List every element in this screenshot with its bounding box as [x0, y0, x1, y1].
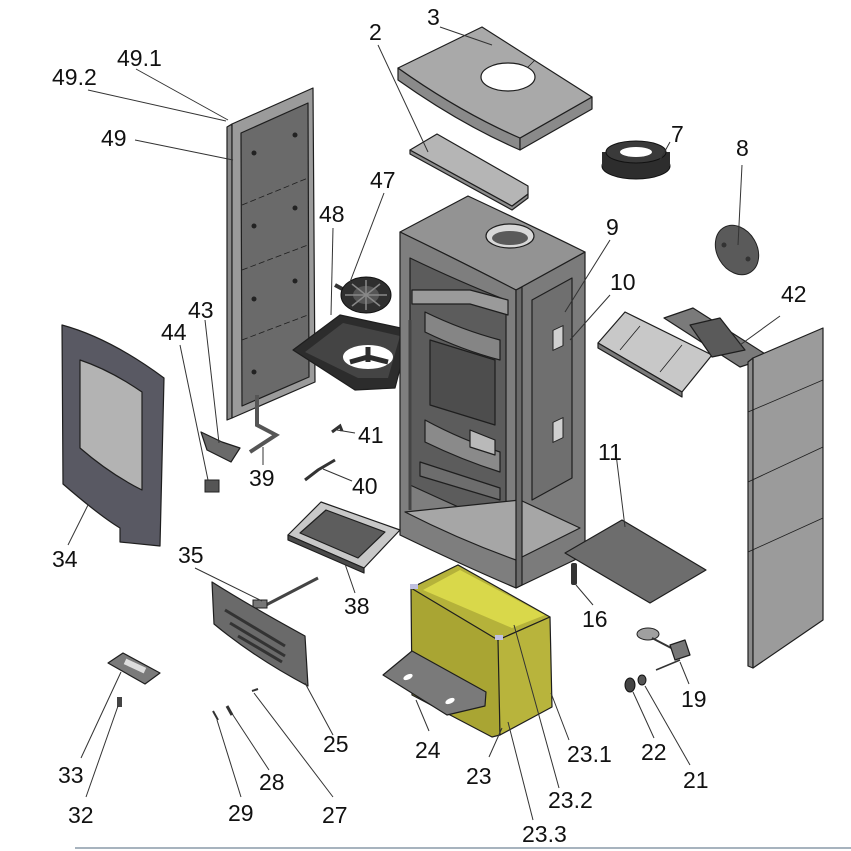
label-2: 2 [369, 19, 382, 45]
label-25: 25 [323, 731, 349, 757]
label-9: 9 [606, 214, 619, 240]
part-48-grate-frame [292, 314, 411, 391]
part-8-cover-plate [714, 224, 760, 276]
part-24-floor-bracket [382, 650, 487, 716]
label-44: 44 [161, 319, 187, 345]
label-3: 3 [427, 4, 440, 30]
part-2-top-insert [409, 133, 529, 211]
label-11: 11 [598, 439, 622, 465]
label-29: 29 [228, 800, 254, 826]
part-10-clips [552, 324, 564, 444]
leader-lines [67, 26, 781, 821]
part-19-air-regulator [636, 627, 691, 671]
label-49: 49 [101, 125, 127, 151]
part-44-catch-plate [204, 479, 220, 493]
part-32-spring [117, 697, 122, 707]
part-39-crank-rod [248, 395, 280, 454]
side-stone-right [747, 327, 824, 669]
part-22-knob [624, 677, 636, 693]
label-27: 27 [322, 802, 348, 828]
label-41: 41 [358, 422, 384, 448]
part-40-handle-lever [304, 458, 336, 482]
label-23-2: 23.2 [548, 787, 593, 813]
small-fasteners [212, 688, 259, 721]
part-7-flue-collar [601, 140, 671, 180]
part-47-grate [334, 276, 392, 314]
label-38: 38 [344, 593, 370, 619]
label-24: 24 [415, 737, 441, 763]
label-35: 35 [178, 542, 204, 568]
label-21: 21 [683, 767, 709, 793]
stove-body [399, 195, 586, 589]
label-16: 16 [582, 606, 608, 632]
part-labels: 49.1 49.2 49 2 3 7 8 47 48 9 10 42 43 44… [52, 4, 807, 847]
label-23-1: 23.1 [567, 741, 612, 767]
label-19: 19 [681, 686, 707, 712]
label-48: 48 [319, 201, 345, 227]
label-7: 7 [671, 121, 684, 147]
label-34: 34 [52, 546, 78, 572]
label-22: 22 [641, 739, 667, 765]
part-23-heat-shield [410, 564, 553, 738]
label-23-3: 23.3 [522, 821, 567, 847]
part-21-knob-nut [637, 674, 647, 686]
label-49-2: 49.2 [52, 64, 97, 90]
part-38-ash-pan [287, 501, 401, 574]
part-42-baffle [597, 307, 771, 398]
part-33-handle-bracket [107, 652, 161, 685]
label-8: 8 [736, 135, 749, 161]
label-32: 32 [68, 802, 94, 828]
label-49-1: 49.1 [117, 45, 162, 71]
label-33: 33 [58, 762, 84, 788]
part-35-ash-door-handle [252, 576, 319, 609]
part-41-latch [331, 423, 344, 434]
label-23: 23 [466, 763, 492, 789]
label-43: 43 [188, 297, 214, 323]
part-34-glass-door [61, 324, 165, 547]
label-40: 40 [352, 473, 378, 499]
label-47: 47 [370, 167, 396, 193]
part-16-hinge-pin [571, 563, 577, 585]
part-49-side-stone [226, 87, 316, 421]
part-25-ash-door [211, 581, 309, 687]
part-11-bottom-plate [564, 519, 707, 604]
label-42: 42 [781, 281, 807, 307]
label-10: 10 [610, 269, 636, 295]
part-43-door-catch [200, 431, 241, 463]
label-28: 28 [259, 769, 285, 795]
part-3-top-stone [397, 26, 593, 151]
label-39: 39 [249, 465, 275, 491]
